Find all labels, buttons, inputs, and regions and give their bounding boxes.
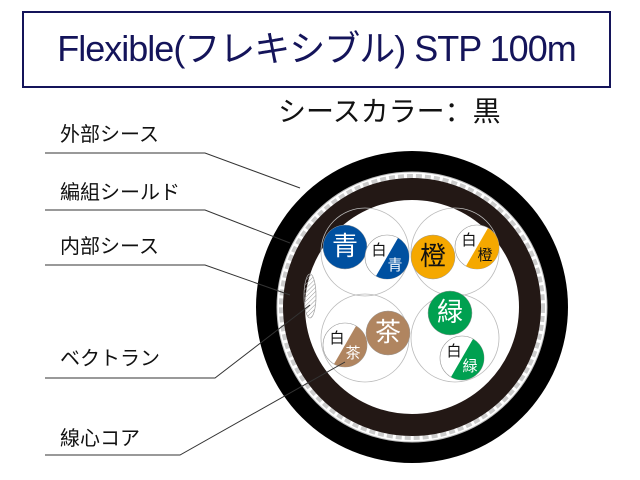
leader-inner-sheath <box>45 264 291 296</box>
leader-core <box>45 361 346 456</box>
white-wire-label: 白 <box>461 231 476 249</box>
wire-pairs: 青白青橙白橙茶白茶緑白緑 <box>320 207 500 383</box>
label-braid-shield: 編組シールド <box>60 180 180 204</box>
title: Flexible(フレキシブル) STP 100m <box>57 28 576 69</box>
twisted-pair: 茶白茶 <box>320 293 411 383</box>
pair-outline <box>320 207 410 297</box>
label-vectran: ベクトラン <box>60 346 160 370</box>
leader-lines <box>45 152 346 456</box>
colored-wire <box>410 234 456 280</box>
white-wire-label: 白 <box>371 241 386 259</box>
leader-vectran <box>45 304 311 379</box>
leader-outer-sheath <box>45 152 301 189</box>
braid-pattern <box>279 174 545 440</box>
white-wire-label: 白 <box>446 342 461 360</box>
inner-sheath <box>283 178 541 436</box>
label-outer-sheath: 外部シース <box>60 122 159 146</box>
braid-shield <box>276 171 548 443</box>
stripe-fill <box>451 338 484 380</box>
title-box: Flexible(フレキシブル) STP 100m <box>22 11 611 88</box>
twisted-pair: 橙白橙 <box>410 207 500 297</box>
colored-wire-label: 青 <box>332 232 358 262</box>
stripe-fill <box>466 227 499 269</box>
stripe-wire-label: 茶 <box>345 344 360 362</box>
sheath-color-label: シースカラー：黒 <box>278 95 501 128</box>
vectran-fiber <box>303 273 317 319</box>
white-wire-label: 白 <box>329 329 344 347</box>
colored-wire <box>322 224 368 270</box>
colored-wire-label: 橙 <box>420 242 446 272</box>
stripe-wire-label: 緑 <box>462 357 477 375</box>
stripe-fill <box>334 325 367 367</box>
stripe-wire-label: 青 <box>387 256 402 274</box>
label-core: 線心コア <box>60 426 140 450</box>
colored-wire <box>365 310 411 356</box>
colored-wire-label: 茶 <box>375 318 401 348</box>
stripe-fill <box>376 237 410 279</box>
colored-wire-label: 緑 <box>437 298 463 328</box>
stripe-wire-label: 橙 <box>477 246 492 264</box>
label-inner-sheath: 内部シース <box>60 234 159 258</box>
leader-braid-shield <box>45 209 291 244</box>
colored-wire <box>427 290 473 336</box>
twisted-pair: 青白青 <box>320 207 410 297</box>
twisted-pair: 緑白緑 <box>410 290 500 383</box>
